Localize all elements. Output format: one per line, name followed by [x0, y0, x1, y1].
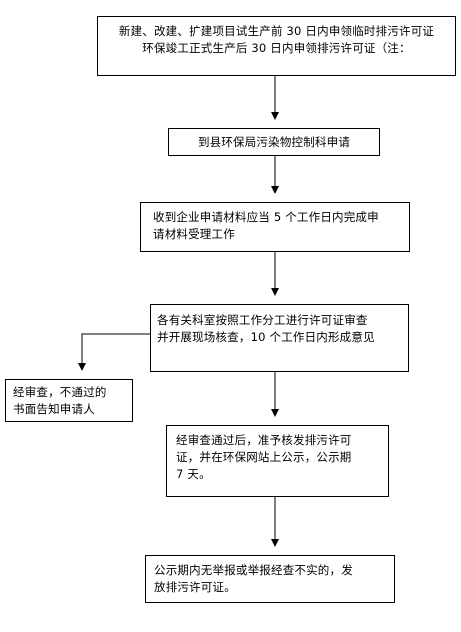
step3-box: 收到企业申请材料应当 5 个工作日内完成申 请材料受理工作	[140, 202, 410, 252]
step3-text-line2: 请材料受理工作	[153, 227, 235, 241]
step5-text-line2: 证，并在环保网站上公示，公示期	[176, 450, 352, 464]
step1-text-line1: 新建、改建、扩建项目试生产前 30 日内申领临时排污许可证	[118, 24, 435, 38]
step5-box: 经审查通过后，准予核发排污许可 证，并在环保网站上公示，公示期 7 天。	[166, 425, 389, 497]
step5-text-line1: 经审查通过后，准予核发排污许可	[176, 433, 352, 447]
step6-text-line1: 公示期内无举报或举报经查不实的，发	[154, 563, 353, 577]
reject-box: 经审查，不通过的 书面告知申请人	[5, 379, 133, 422]
step5-text-line3: 7 天。	[176, 467, 211, 481]
reject-text-line1: 经审查，不通过的	[13, 385, 107, 399]
step4-text-line1: 各有关科室按照工作分工进行许可证审查	[157, 313, 368, 327]
reject-text-line2: 书面告知申请人	[13, 402, 95, 416]
arrow-step4-to-reject	[78, 333, 150, 371]
step2-box: 到县环保局污染物控制科申请	[168, 128, 380, 156]
step6-text-line2: 放排污许可证。	[154, 580, 236, 594]
step4-box: 各有关科室按照工作分工进行许可证审查 并开展现场核查，10 个工作日内形成意见	[150, 304, 409, 372]
step1-text-line2: 环保竣工正式生产后 30 日内申领排污许可证（注：	[142, 41, 411, 55]
step1-box: 新建、改建、扩建项目试生产前 30 日内申领临时排污许可证 环保竣工正式生产后 …	[97, 16, 456, 76]
step6-box: 公示期内无举报或举报经查不实的，发 放排污许可证。	[145, 555, 395, 603]
step4-text-line2: 并开展现场核查，10 个工作日内形成意见	[157, 330, 375, 344]
step3-text-line1: 收到企业申请材料应当 5 个工作日内完成申	[153, 210, 379, 224]
step2-text-line1: 到县环保局污染物控制科申请	[197, 135, 351, 149]
